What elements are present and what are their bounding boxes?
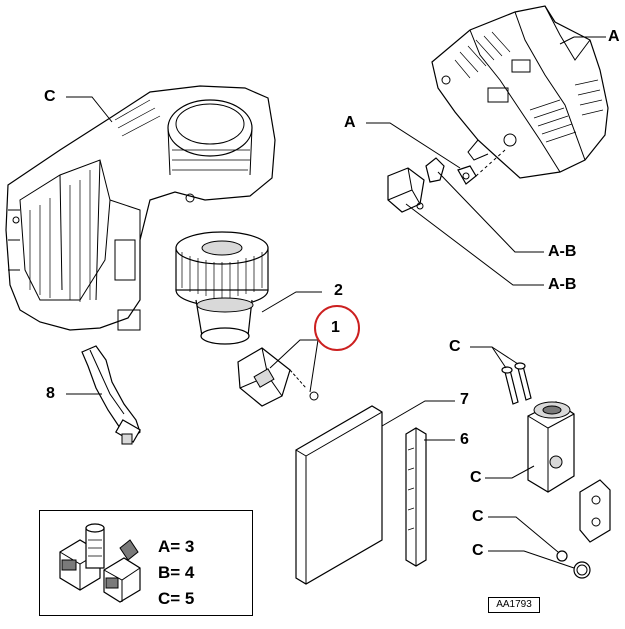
label-actuator-1: A-B xyxy=(548,243,577,260)
legend-kit-icon xyxy=(59,523,141,603)
label-resistor-1: 1 xyxy=(331,319,340,336)
label-filter-7: 7 xyxy=(460,391,469,408)
housing-c-drawing xyxy=(5,85,276,331)
label-housing-a: A xyxy=(608,28,620,45)
legend-box xyxy=(39,510,253,616)
clip-and-actuators-drawing xyxy=(387,149,506,213)
label-clip-a: A xyxy=(344,114,356,131)
leader-lines xyxy=(66,36,606,569)
reference-code: AA1793 xyxy=(488,597,540,613)
label-actuator-2: A-B xyxy=(548,276,577,293)
label-housing-c: C xyxy=(44,88,56,105)
legend-c: C= 5 xyxy=(158,589,195,608)
label-valve-c: C xyxy=(470,469,482,486)
resistor-drawing xyxy=(237,347,319,407)
label-hose-8: 8 xyxy=(46,385,55,402)
label-blower-2: 2 xyxy=(334,282,343,299)
hose-drawing xyxy=(81,345,141,445)
blower-motor-drawing xyxy=(175,231,269,345)
seal-drawing xyxy=(405,427,427,567)
label-oring-c-2: C xyxy=(472,542,484,559)
housing-a-drawing xyxy=(431,5,609,179)
label-seal-6: 6 xyxy=(460,431,469,448)
legend-a: A= 3 xyxy=(158,537,195,556)
legend-b: B= 4 xyxy=(158,563,195,582)
filter-drawing xyxy=(295,405,383,585)
label-oring-c-1: C xyxy=(472,508,484,525)
highlight-circle xyxy=(314,305,360,351)
valve-assembly-drawing xyxy=(501,362,611,579)
label-bolts-c: C xyxy=(449,338,461,355)
